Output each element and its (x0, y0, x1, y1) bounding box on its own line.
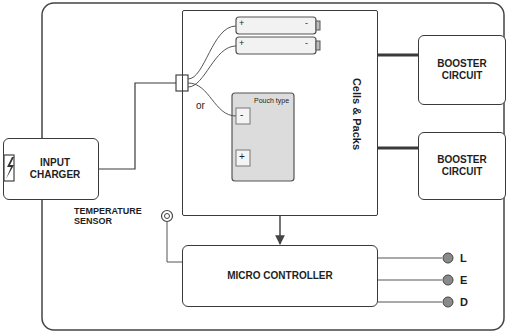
sensor-wire (167, 222, 182, 262)
terminal-dot (443, 275, 453, 285)
connector-line (378, 147, 418, 150)
lightning-icon (6, 157, 14, 179)
terminal-label: D (460, 296, 468, 308)
cell-terminal (316, 21, 320, 30)
cell-wire (188, 26, 236, 79)
polarity-mark: - (240, 109, 243, 120)
terminal-label: L (460, 252, 467, 264)
pouch-tab (236, 150, 250, 166)
polarity-mark: + (239, 151, 245, 162)
vertical-title: Cells & Packs (351, 78, 363, 150)
cell-terminal (316, 41, 320, 50)
pouch-cell (232, 93, 294, 181)
box-title: BOOSTER CIRCUIT (419, 54, 505, 87)
cells-pack-box: Cells & Packs (182, 10, 378, 216)
cell-wire (188, 46, 236, 87)
temperature-sensor (165, 214, 170, 219)
pouch-tab (236, 108, 250, 124)
controller-box: MICRO CONTROLLER (182, 245, 378, 307)
charger-box: INPUT CHARGER (3, 138, 99, 200)
choice-word: or (196, 100, 205, 111)
connector-line (378, 54, 418, 57)
terminal-label: E (460, 274, 467, 286)
polarity-mark: + (239, 19, 244, 29)
polarity-mark: + (239, 39, 244, 49)
output-wire (378, 258, 442, 302)
booster-box: BOOSTER CIRCUIT (418, 132, 506, 200)
connector-line (99, 83, 176, 169)
temperature-sensor (162, 211, 173, 222)
aa-cell (236, 17, 316, 34)
aa-cell (236, 37, 316, 54)
polarity-mark: - (305, 19, 308, 29)
connector-arrow (279, 216, 280, 244)
booster-box: BOOSTER CIRCUIT (418, 35, 506, 105)
box-title: MICRO CONTROLLER (223, 266, 337, 287)
plug-socket (4, 155, 14, 181)
sensor-label: TEMPERATURE SENSOR (74, 207, 152, 227)
pouch-wire (188, 83, 236, 116)
pouch-label: Pouch type (254, 97, 289, 105)
box-title: INPUT CHARGER (4, 153, 98, 186)
box-title: BOOSTER CIRCUIT (419, 150, 505, 183)
terminal-dot (443, 253, 453, 263)
plug-icon (3, 149, 23, 189)
polarity-mark: - (305, 39, 308, 49)
terminal-dot (443, 297, 453, 307)
